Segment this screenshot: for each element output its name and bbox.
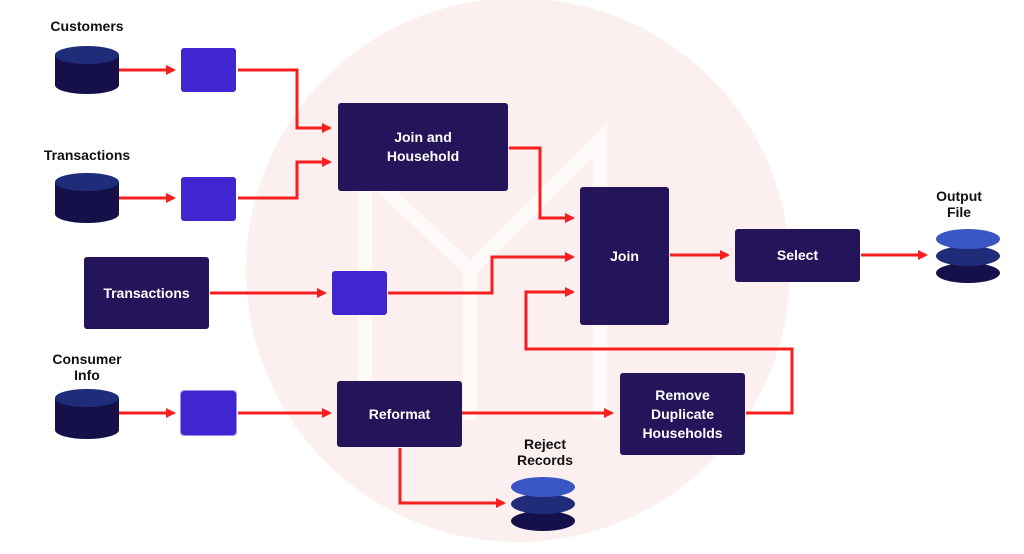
select-box: Select (735, 229, 860, 282)
arrow-square1-to-join-household (238, 68, 332, 133)
component-square-transactions (181, 177, 236, 221)
output-file-database-icon (936, 229, 1000, 283)
component-square-customers (181, 48, 236, 92)
join-box: Join (580, 187, 669, 325)
consumer-info-database-icon (55, 389, 119, 439)
customers-database-icon (55, 46, 119, 94)
remove-duplicate-households-box: Remove Duplicate Households (620, 373, 745, 455)
arrow-join-household-to-join (509, 146, 575, 223)
component-square-transactions-process (332, 271, 387, 315)
join-household-box: Join and Household (338, 103, 508, 191)
component-square-consumer-info (180, 390, 237, 436)
reject-records-database-icon (511, 477, 575, 531)
reject-records-label: Reject Records (516, 436, 574, 468)
consumer-info-label: Consumer Info (52, 351, 122, 383)
transactions-process-box: Transactions (84, 257, 209, 329)
connectors (118, 65, 928, 508)
transactions-db-label: Transactions (43, 147, 131, 163)
customers-label: Customers (50, 18, 124, 34)
output-file-label: Output File (936, 188, 982, 220)
transactions-database-icon (55, 173, 119, 223)
reformat-box: Reformat (337, 381, 462, 447)
arrow-square2-to-join-household (238, 157, 332, 200)
arrow-remove-duplicates-to-join (524, 287, 794, 415)
arrow-reformat-to-reject (398, 448, 506, 508)
arrow-square3-to-join (388, 252, 575, 295)
